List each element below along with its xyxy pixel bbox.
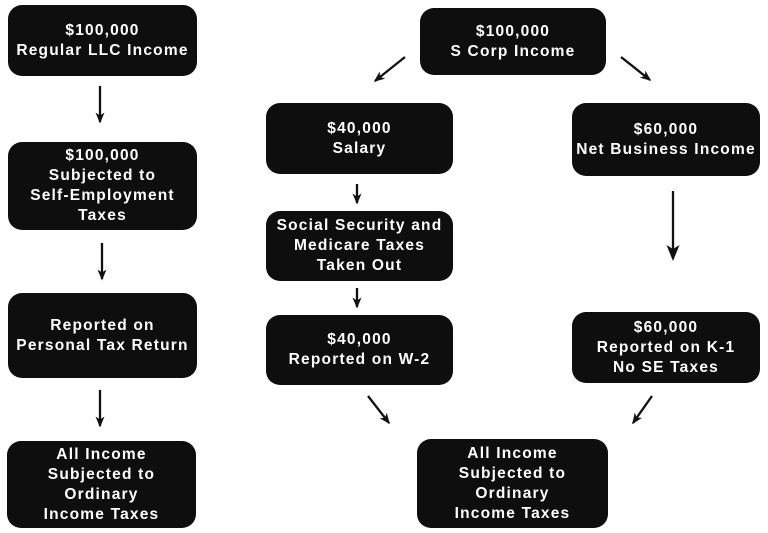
- node-text-line: Reported on: [50, 316, 155, 334]
- node-regular-llc-income: $100,000 Regular LLC Income: [8, 5, 197, 76]
- node-reported-on-w2: $40,000 Reported on W-2: [266, 315, 453, 385]
- node-scorp-ordinary-income-taxes: All Income Subjected to Ordinary Income …: [417, 439, 608, 528]
- node-text-line: Medicare Taxes: [293, 237, 426, 254]
- node-text-line: $60,000: [633, 120, 699, 138]
- node-text-line: $100,000: [475, 22, 551, 40]
- node-text-line: S Corp Income: [450, 42, 576, 60]
- node-llc-ordinary-income-taxes: All Income Subjected to Ordinary Income …: [7, 441, 196, 528]
- node-social-security-medicare: Social Security and Medicare Taxes Taken…: [266, 211, 453, 281]
- node-text-line: Taxes: [78, 207, 127, 224]
- node-text-line: Reported on W-2: [288, 351, 431, 368]
- arrow-scorp-to-net-business: [620, 56, 652, 81]
- node-text-line: All Income: [56, 445, 147, 463]
- node-text-line: $100,000: [65, 21, 140, 39]
- node-s-corp-income: $100,000 S Corp Income: [420, 8, 606, 75]
- node-text-line: $60,000: [633, 318, 699, 336]
- node-text-line: Subjected to: [48, 167, 157, 184]
- node-text-line: No SE Taxes: [613, 358, 719, 376]
- node-text-line: $100,000: [65, 147, 140, 164]
- node-text-line: Income Taxes: [454, 504, 571, 522]
- node-text-line: Social Security and: [276, 217, 443, 234]
- node-text-line: Regular LLC Income: [16, 41, 189, 59]
- node-salary: $40,000 Salary: [266, 103, 453, 174]
- node-text-line: Subjected to: [458, 464, 567, 482]
- node-text-line: $40,000: [327, 119, 392, 137]
- node-net-business-income: $60,000 Net Business Income: [572, 103, 760, 176]
- node-text-line: Ordinary: [64, 485, 139, 503]
- node-text-line: Taken Out: [316, 257, 403, 274]
- arrow-scorp-to-salary: [373, 56, 406, 82]
- node-text-line: Subjected to: [47, 465, 156, 483]
- node-text-line: Net Business Income: [576, 140, 756, 158]
- node-text-line: Personal Tax Return: [16, 336, 189, 354]
- node-text-line: Reported on K-1: [596, 338, 736, 356]
- node-subjected-to-se-taxes: $100,000 Subjected to Self-Employment Ta…: [8, 142, 197, 230]
- node-text-line: All Income: [467, 444, 558, 462]
- node-reported-personal-tax-return: Reported on Personal Tax Return: [8, 293, 197, 378]
- arrow-k1-to-ordinary: [632, 395, 653, 425]
- node-reported-on-k1: $60,000 Reported on K-1 No SE Taxes: [572, 312, 760, 383]
- node-text-line: $40,000: [327, 331, 392, 348]
- node-text-line: Ordinary: [475, 484, 550, 502]
- arrow-w2-to-ordinary: [367, 395, 390, 425]
- node-text-line: Salary: [332, 139, 387, 157]
- node-text-line: Self-Employment: [30, 187, 175, 204]
- node-text-line: Income Taxes: [43, 505, 160, 523]
